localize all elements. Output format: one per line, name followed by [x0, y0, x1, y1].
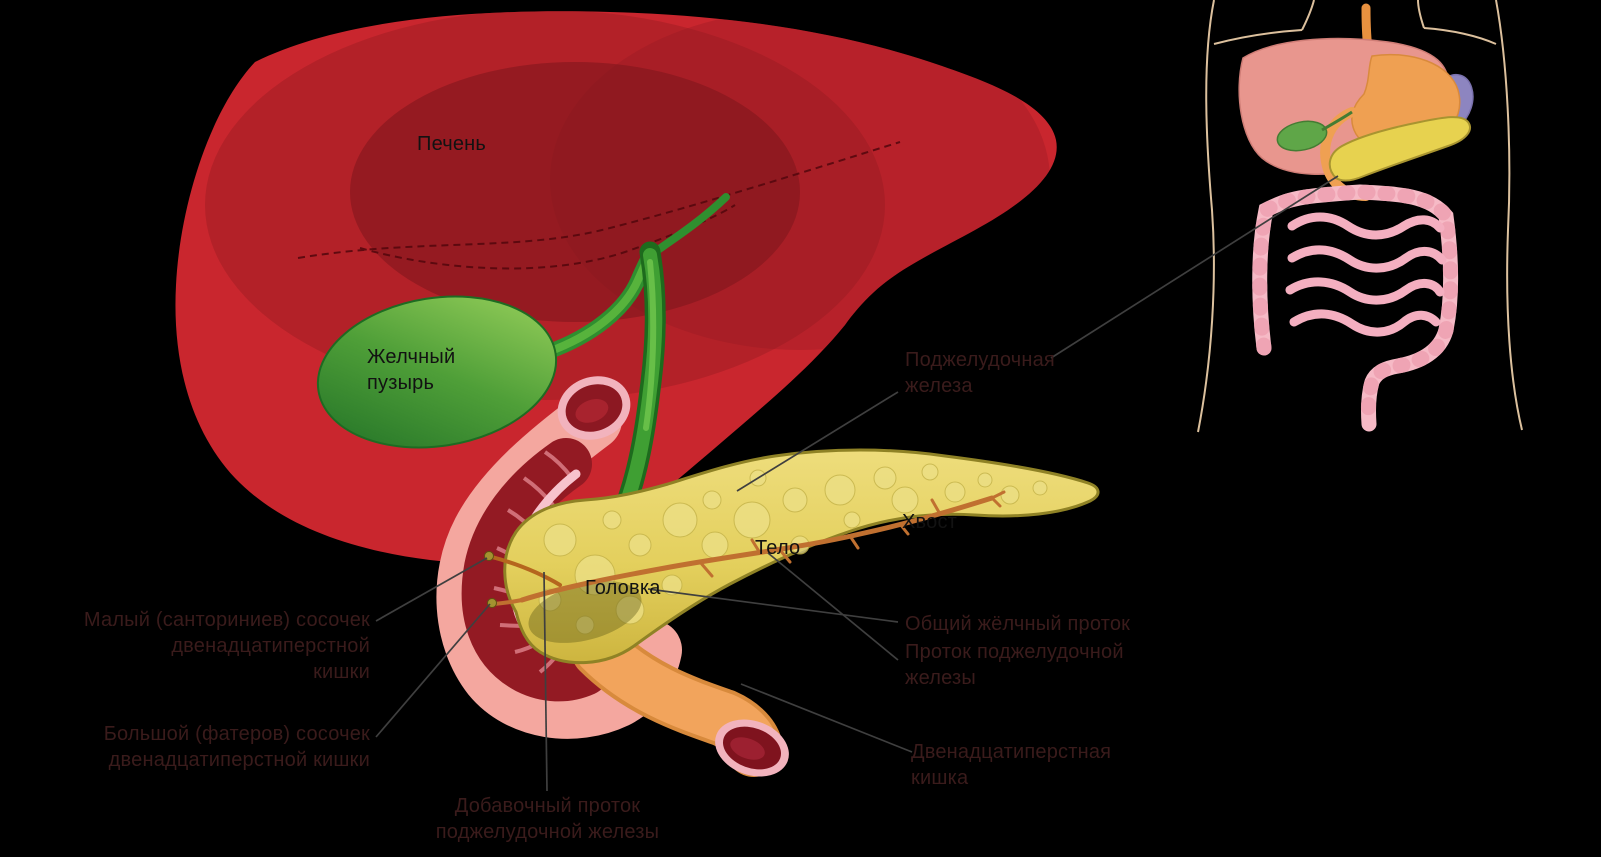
leader-inset-to-label	[1050, 175, 1339, 359]
leader-minor-papilla	[375, 557, 488, 622]
pancreas-lobules	[538, 463, 1048, 635]
label-line: Проток поджелудочной	[905, 641, 1124, 663]
inset-gallbladder	[1276, 120, 1328, 152]
leader-lines	[375, 175, 1339, 792]
accessory-duct-line	[490, 555, 562, 587]
leader-accessory-duct	[543, 571, 548, 792]
pancreatic-duct-line	[492, 490, 1006, 606]
leader-major-papilla	[375, 603, 491, 738]
label-line: двенадцатиперстной кишки	[108, 749, 370, 771]
inset-large-intestine	[1252, 184, 1458, 432]
label-gallbladder: Желчный пузырь	[367, 344, 455, 396]
label-duodenum: Двенадцатиперстная кишка	[911, 739, 1111, 791]
label-line: Двенадцатиперстная	[911, 741, 1112, 763]
label-pancreatic-duct: Проток поджелудочной железы	[905, 639, 1124, 691]
label-line: кишки	[313, 661, 370, 683]
label-line: кишка	[911, 767, 969, 789]
label-line: Добавочный проток	[454, 795, 641, 817]
liver-shading	[205, 11, 1050, 400]
label-line: железа	[905, 375, 973, 397]
inset-pancreas	[1328, 116, 1471, 182]
label-line: пузырь	[367, 372, 435, 394]
inset-figure	[1197, 0, 1523, 433]
label-line: Малый (санториниев) сосочек	[83, 609, 370, 631]
pancreas-head-shading	[528, 581, 642, 643]
inset-body-outline	[1197, 0, 1523, 433]
duodenum-interior	[461, 438, 610, 702]
leader-common-bile-duct	[647, 588, 899, 623]
leader-duodenum	[740, 683, 913, 753]
duodenum-upper-cut	[557, 376, 631, 440]
label-pancreas-body: Тело	[755, 537, 801, 559]
label-line: Поджелудочная	[905, 349, 1055, 371]
label-accessory-duct: Добавочный проток поджелудочной железы	[425, 793, 670, 845]
label-line: поджелудочной железы	[435, 821, 660, 843]
label-pancreas: Поджелудочная железа	[905, 347, 1055, 399]
label-line: Желчный	[367, 346, 456, 368]
leader-pancreas-label	[736, 391, 899, 492]
label-line: Большой (фатеров) сосочек	[103, 723, 370, 745]
label-line: двенадцатиперстной	[171, 635, 370, 657]
label-liver: Печень	[417, 133, 487, 155]
label-common-bile-duct: Общий жёлчный проток	[905, 613, 1131, 635]
label-pancreas-head: Головка	[585, 577, 661, 599]
label-major-papilla: Большой (фатеров) сосочек двенадцатиперс…	[20, 721, 370, 773]
duodenum-lower-cut	[715, 719, 789, 777]
leader-pancreatic-duct	[767, 552, 899, 661]
duodenum-shape	[436, 376, 789, 777]
label-pancreas-tail: Хвост	[902, 511, 958, 533]
inset-small-intestine	[1285, 212, 1447, 337]
pancreas-shape	[484, 448, 1100, 665]
liver-fissure-dashes	[297, 141, 901, 270]
label-line: железы	[905, 667, 976, 689]
label-minor-papilla: Малый (санториниев) сосочек двенадцатипе…	[20, 607, 370, 685]
gallbladder-shape	[316, 295, 558, 449]
